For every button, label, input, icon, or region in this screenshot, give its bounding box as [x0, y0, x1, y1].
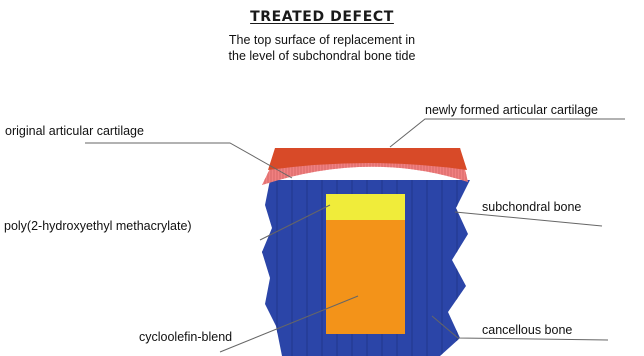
label-phema: poly(2-hydroxyethyl methacrylate): [4, 219, 192, 234]
leader-new-cartilage: [390, 119, 625, 147]
label-cycloolefin-blend: cycloolefin-blend: [139, 330, 232, 345]
label-newly-formed-articular-cartilage: newly formed articular cartilage: [425, 103, 598, 118]
leader-original-cartilage: [85, 143, 292, 178]
label-original-articular-cartilage: original articular cartilage: [5, 124, 144, 139]
label-cancellous-bone: cancellous bone: [482, 323, 572, 338]
label-subchondral-bone: subchondral bone: [482, 200, 581, 215]
cycloolefin-block: [326, 220, 405, 334]
phema-layer: [326, 194, 405, 220]
